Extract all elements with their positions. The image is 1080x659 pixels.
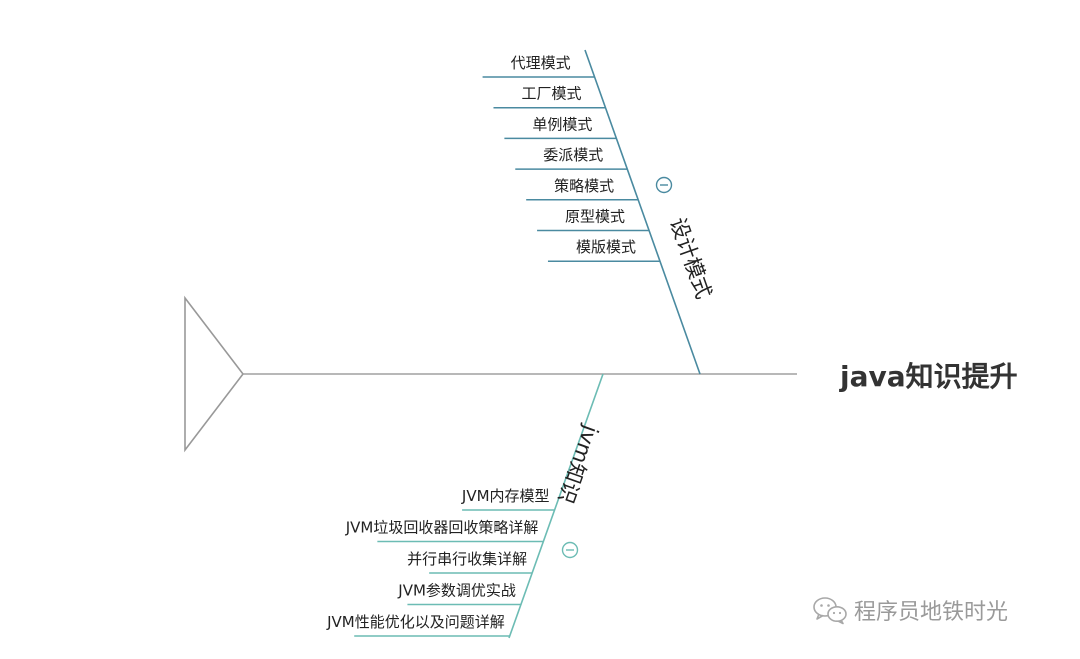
leaf-topic[interactable]: 单例模式 (532, 115, 592, 133)
leaf-topic[interactable]: JVM内存模型 (461, 487, 550, 505)
leaf-topic[interactable]: 模版模式 (576, 238, 636, 256)
leaf-topic[interactable]: 并行串行收集详解 (407, 550, 527, 568)
branch-jvm-bone (508, 373, 604, 639)
leaf-topic[interactable]: 委派模式 (543, 146, 603, 164)
leaf-topic[interactable]: 工厂模式 (521, 85, 581, 103)
branch-design-patterns-label[interactable]: 设计模式 (665, 215, 716, 302)
watermark: 程序员地铁时光 (812, 594, 1008, 626)
fish-head (184, 295, 245, 453)
leaf-topic[interactable]: JVM垃圾回收器回收策略详解 (345, 519, 539, 537)
wechat-icon (813, 597, 847, 625)
branch-design-patterns-bone (584, 49, 701, 375)
leaf-topic[interactable]: 策略模式 (554, 177, 614, 195)
branch-jvm-label[interactable]: jvm知识 (553, 421, 603, 506)
leaf-topic[interactable]: 原型模式 (565, 208, 625, 226)
watermark-text: 程序员地铁时光 (854, 600, 1009, 625)
root-topic[interactable]: java知识提升 (839, 360, 1018, 393)
leaf-topic[interactable]: JVM参数调优实战 (397, 582, 516, 600)
leaf-topic[interactable]: 代理模式 (511, 54, 571, 72)
collapse-jvm-button[interactable] (561, 541, 579, 559)
collapse-design-patterns-button[interactable] (655, 176, 673, 194)
leaf-topic[interactable]: JVM性能优化以及问题详解 (326, 613, 505, 631)
